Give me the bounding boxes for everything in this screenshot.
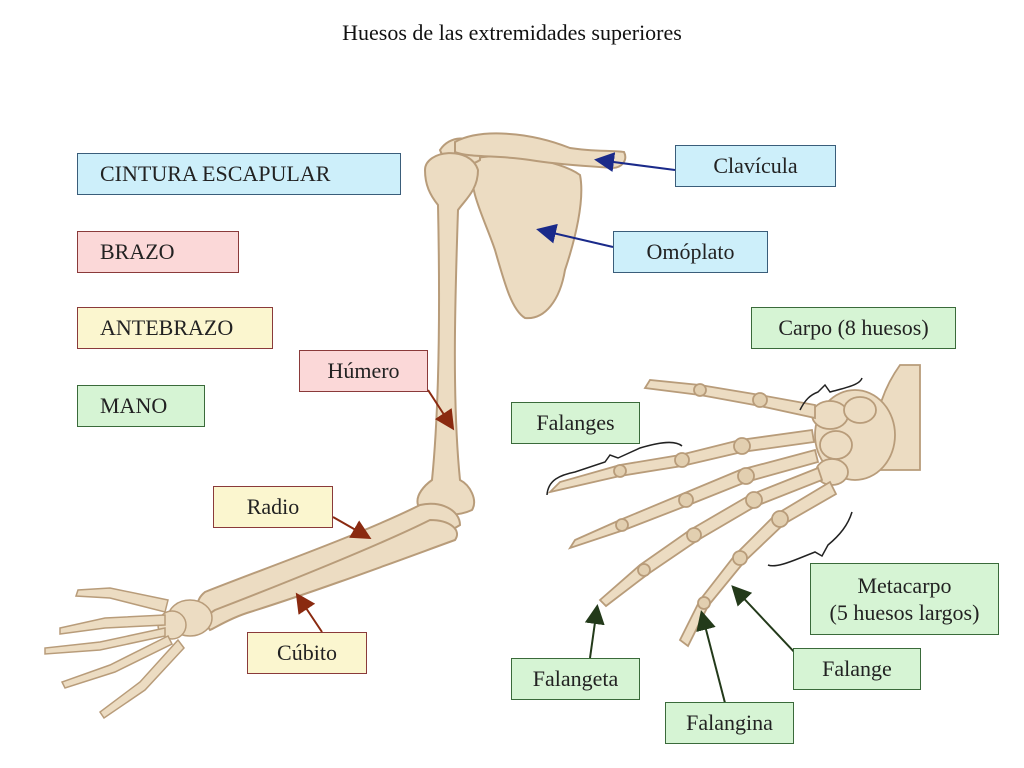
radius-arrow	[332, 516, 372, 539]
right-hand-shape	[547, 364, 921, 648]
label-clavicula: Clavícula	[675, 145, 836, 187]
scapula-arrow	[536, 223, 614, 248]
humerus-arrow	[427, 389, 455, 431]
legend-mano: MANO	[77, 385, 205, 427]
label-metacarpo-line2: (5 huesos largos)	[829, 600, 980, 625]
label-metacarpo-line1: Metacarpo	[857, 572, 952, 598]
phalanges-brace	[546, 441, 683, 496]
falangina-arrow	[696, 610, 726, 704]
left-hand-shape	[44, 587, 213, 720]
label-radio: Radio	[213, 486, 333, 528]
metacarpus-brace	[767, 511, 853, 567]
label-falanges: Falanges	[511, 402, 640, 444]
label-cubito: Cúbito	[247, 632, 367, 674]
clavicle-arrow	[594, 152, 676, 172]
label-falangeta: Falangeta	[511, 658, 640, 700]
legend-cintura-escapular: CINTURA ESCAPULAR	[77, 153, 401, 195]
legend-brazo: BRAZO	[77, 231, 239, 273]
label-falangina: Falangina	[665, 702, 794, 744]
forearm-shape	[196, 502, 462, 632]
label-metacarpo: Metacarpo (5 huesos largos)	[810, 563, 999, 635]
label-falange: Falange	[793, 648, 921, 690]
falange-arrow	[731, 585, 798, 656]
label-omoplato: Omóplato	[613, 231, 768, 273]
falangeta-arrow	[584, 604, 605, 659]
humerus-shape	[416, 152, 480, 516]
page-title: Huesos de las extremidades superiores	[342, 20, 682, 45]
ulna-arrow	[295, 592, 323, 633]
carpus-brace	[799, 377, 863, 411]
label-humero: Húmero	[299, 350, 428, 392]
legend-antebrazo: ANTEBRAZO	[77, 307, 273, 349]
label-carpo: Carpo (8 huesos)	[751, 307, 956, 349]
